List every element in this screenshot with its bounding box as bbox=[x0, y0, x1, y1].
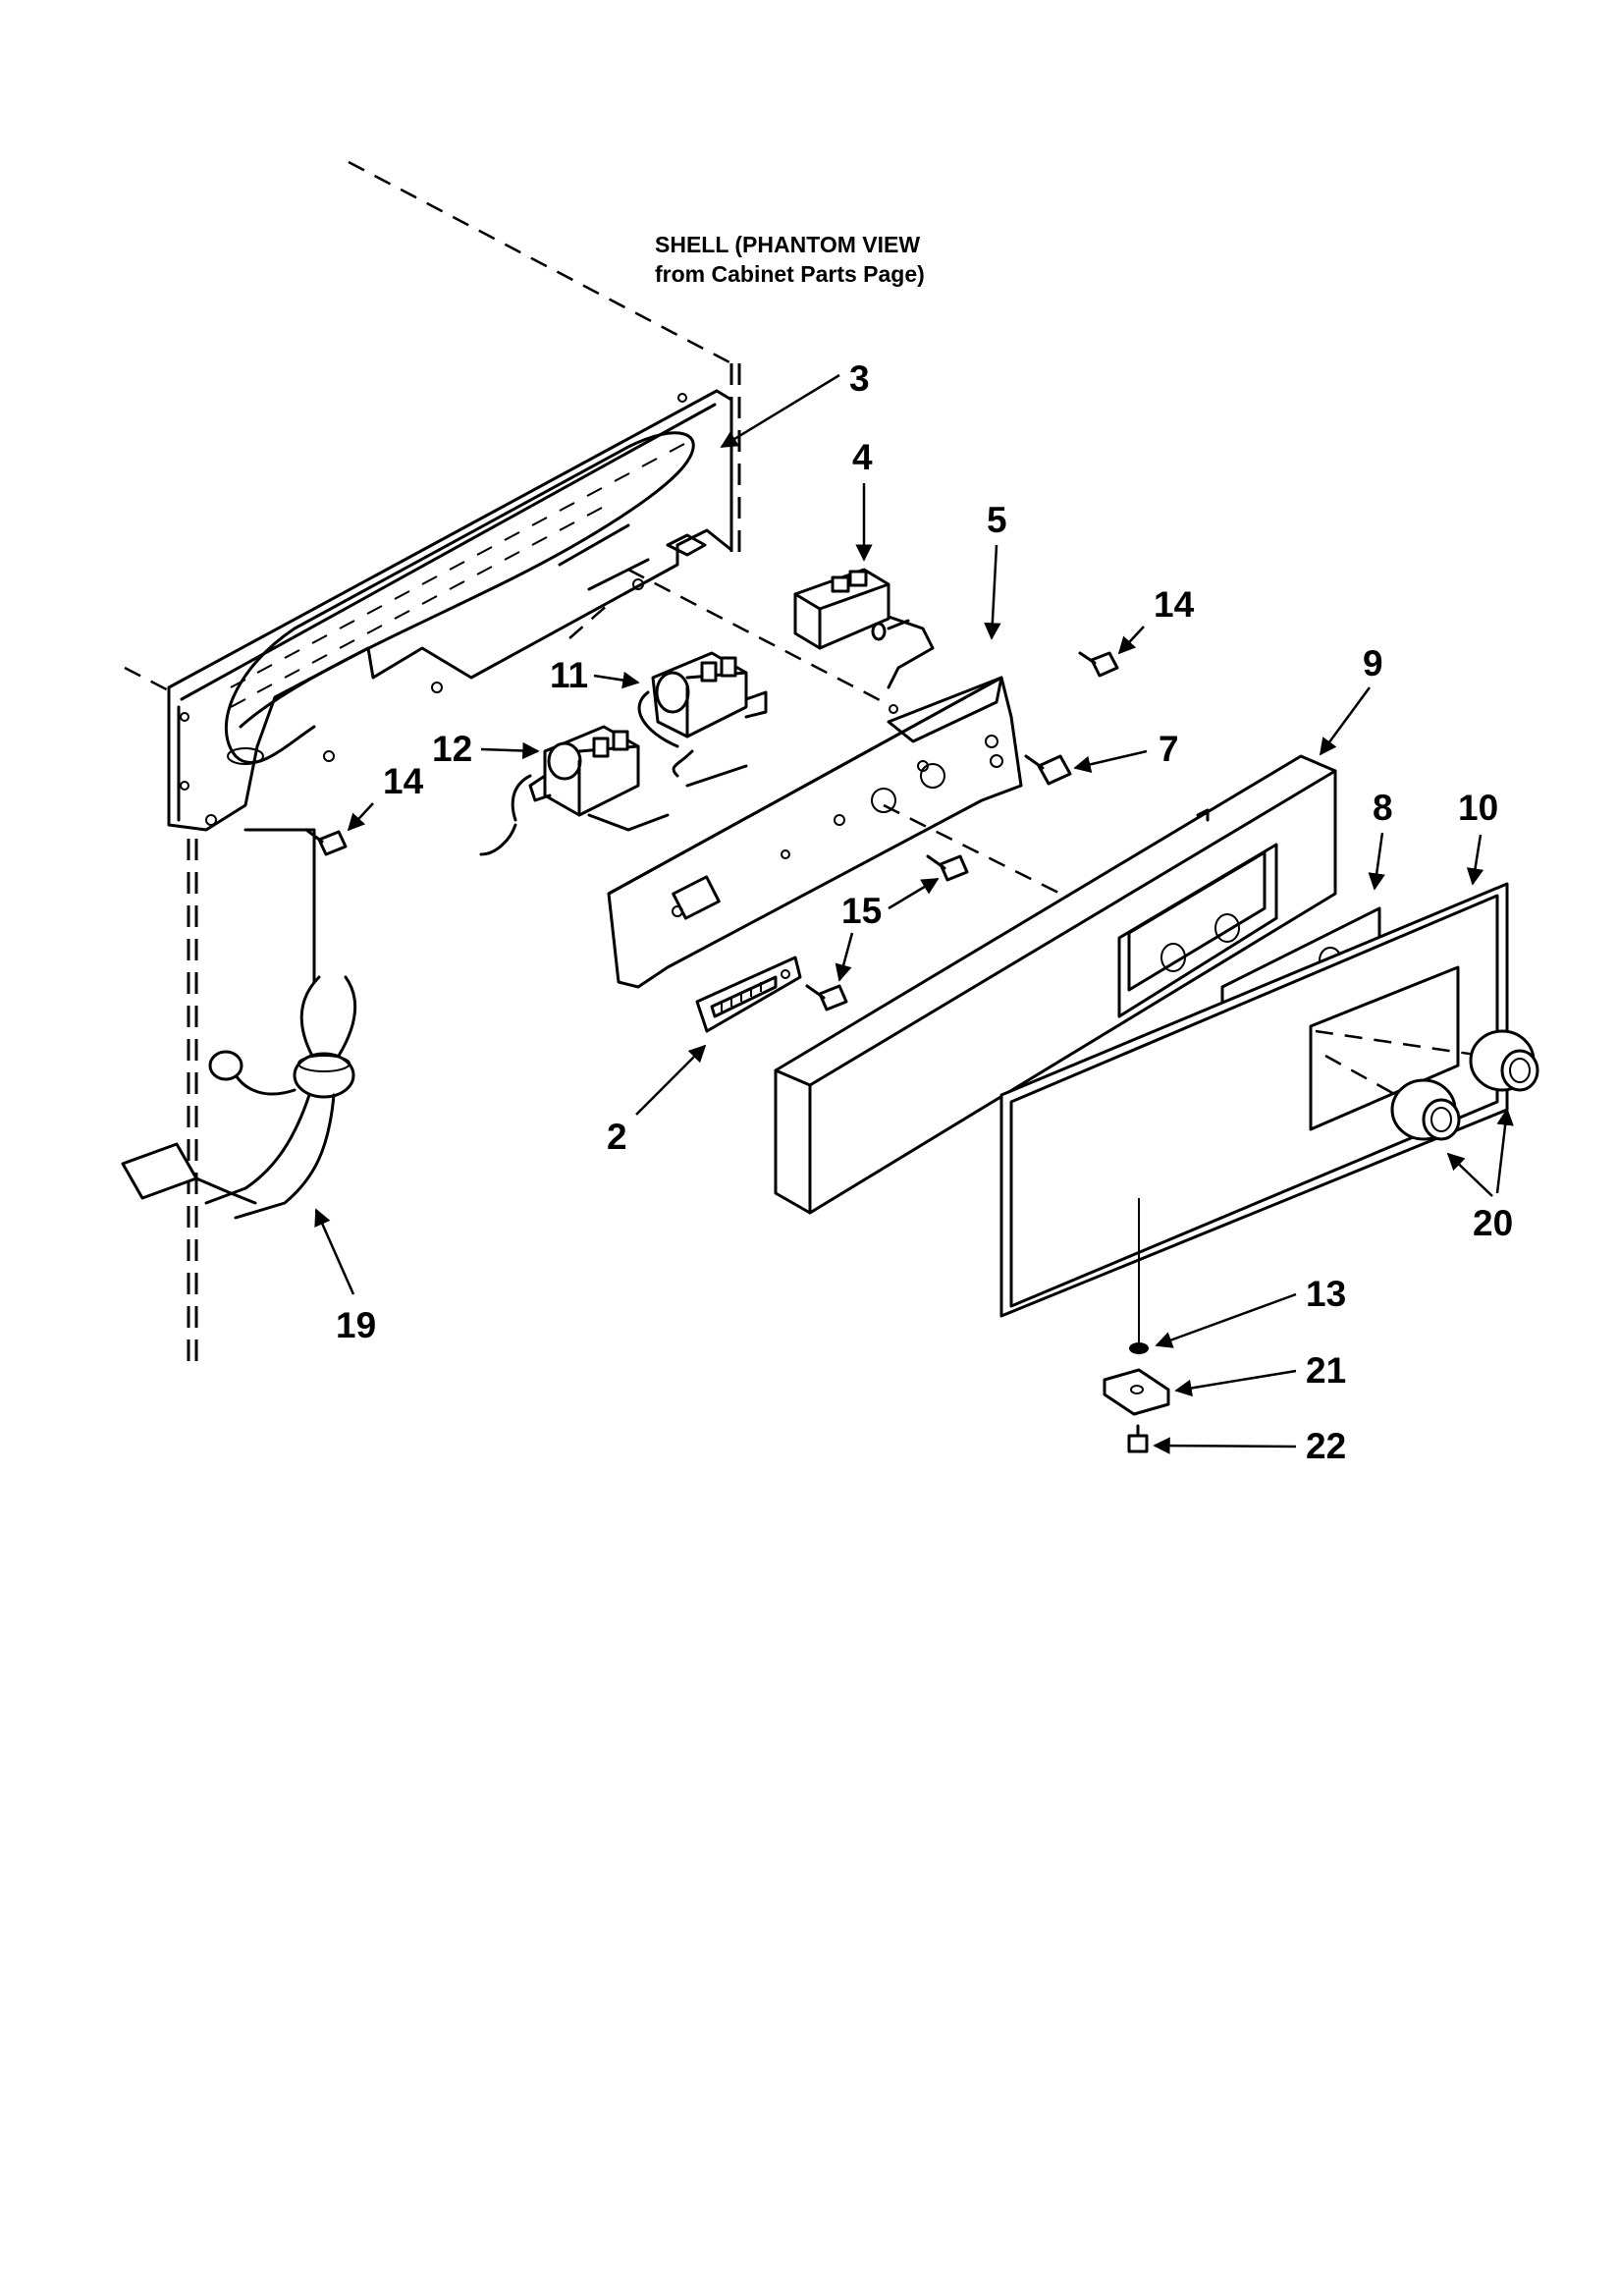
svg-text:4: 4 bbox=[852, 437, 873, 477]
clip-part-21 bbox=[1103, 1368, 1170, 1416]
svg-text:15: 15 bbox=[841, 891, 882, 931]
svg-text:5: 5 bbox=[987, 500, 1007, 540]
switch-part-4 bbox=[793, 568, 935, 689]
svg-text:14: 14 bbox=[383, 761, 424, 801]
shell-phantom-outline bbox=[124, 160, 741, 1370]
callout-5: 5 bbox=[984, 500, 1007, 640]
washer-part-13 bbox=[1129, 1342, 1149, 1354]
svg-text:2: 2 bbox=[607, 1117, 627, 1157]
svg-text:14: 14 bbox=[1154, 584, 1195, 625]
shell-caption-line2: from Cabinet Parts Page) bbox=[655, 261, 925, 287]
screw-part-7 bbox=[1024, 754, 1072, 786]
callout-20: 20 bbox=[1446, 1108, 1514, 1243]
callout-4: 4 bbox=[852, 437, 873, 562]
svg-text:3: 3 bbox=[849, 358, 870, 399]
switch-part-12 bbox=[479, 725, 670, 856]
screw-part-14-lower bbox=[304, 828, 348, 856]
rear-panel-part-3 bbox=[167, 389, 733, 832]
callout-15: 15 bbox=[835, 877, 940, 982]
knob-part-20-right bbox=[1469, 1029, 1539, 1092]
callout-11: 11 bbox=[550, 655, 640, 695]
callout-7: 7 bbox=[1073, 729, 1179, 773]
shell-caption-line1: SHELL (PHANTOM VIEW bbox=[655, 232, 920, 257]
callout-10: 10 bbox=[1458, 788, 1498, 886]
callout-8: 8 bbox=[1368, 788, 1393, 891]
svg-text:8: 8 bbox=[1373, 788, 1393, 828]
svg-text:11: 11 bbox=[550, 655, 588, 695]
svg-text:7: 7 bbox=[1159, 729, 1179, 769]
callout-14-lower: 14 bbox=[347, 761, 424, 832]
callout-12: 12 bbox=[432, 729, 540, 769]
svg-text:12: 12 bbox=[432, 729, 472, 769]
callout-22: 22 bbox=[1153, 1426, 1346, 1466]
connector-part-2 bbox=[695, 956, 802, 1033]
screw-part-15-upper bbox=[926, 854, 969, 882]
callout-14-upper: 14 bbox=[1117, 584, 1195, 655]
screw-part-15-lower bbox=[805, 984, 848, 1011]
screw-part-22 bbox=[1127, 1424, 1149, 1453]
svg-text:20: 20 bbox=[1473, 1203, 1513, 1243]
screw-part-14-upper bbox=[1078, 651, 1119, 678]
callout-19: 19 bbox=[314, 1208, 376, 1345]
callout-9: 9 bbox=[1319, 643, 1383, 756]
svg-text:19: 19 bbox=[336, 1305, 376, 1345]
svg-text:22: 22 bbox=[1306, 1426, 1346, 1466]
console-panel-part-9 bbox=[774, 754, 1337, 1215]
knob-part-20-left bbox=[1390, 1078, 1461, 1141]
svg-text:13: 13 bbox=[1306, 1274, 1346, 1314]
switch-part-11 bbox=[637, 651, 768, 788]
callout-3: 3 bbox=[720, 358, 870, 449]
callout-13: 13 bbox=[1155, 1274, 1346, 1348]
control-bracket-part-5 bbox=[568, 568, 1061, 989]
callout-2: 2 bbox=[607, 1044, 707, 1157]
svg-text:21: 21 bbox=[1306, 1350, 1346, 1391]
svg-text:10: 10 bbox=[1458, 788, 1498, 828]
svg-text:9: 9 bbox=[1363, 643, 1383, 683]
wire-harness-part-19 bbox=[121, 828, 357, 1220]
callout-21: 21 bbox=[1174, 1350, 1346, 1397]
